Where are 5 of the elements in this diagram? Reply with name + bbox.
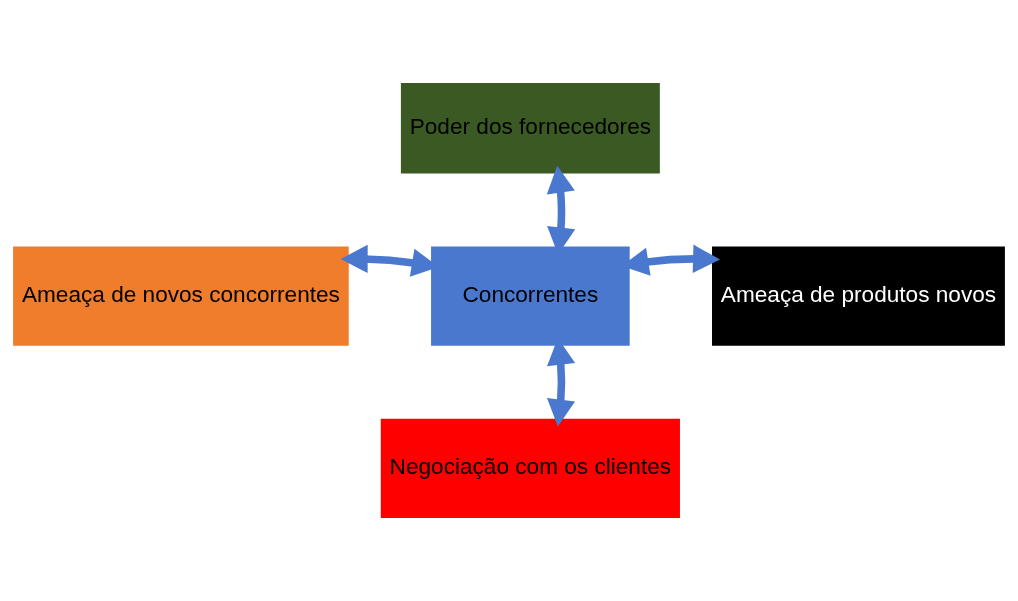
node-box: Ameaça de novos concorrentes [13,246,349,346]
node-box: Concorrentes [431,246,630,346]
node-box: Ameaça de produtos novos [712,246,1005,346]
node-box: Poder dos fornecedores [400,83,660,174]
node-box: Negociação com os clientes [380,418,680,518]
